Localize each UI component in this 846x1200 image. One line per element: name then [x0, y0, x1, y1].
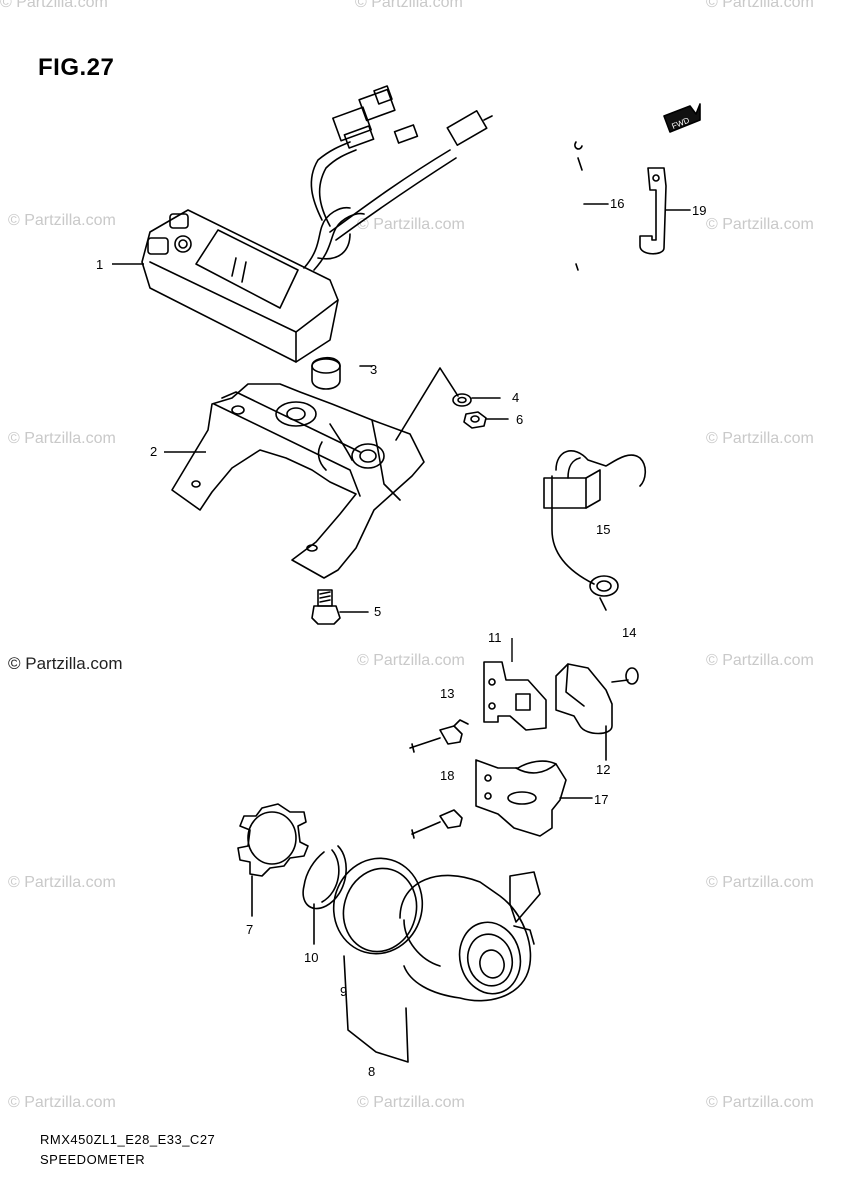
callout-8: 8 [368, 1064, 376, 1079]
callout-4: 4 [512, 390, 520, 405]
seal [332, 857, 424, 955]
watermark: © Partzilla.com [706, 652, 814, 669]
circlip [302, 845, 347, 910]
callout-11: 11 [488, 630, 502, 645]
washer [452, 393, 472, 407]
callout-6: 6 [516, 412, 524, 427]
wire-clamp [543, 450, 647, 611]
bolt [409, 719, 469, 753]
callout-1: 1 [96, 257, 104, 272]
speedometer-unit [141, 85, 493, 363]
callout-18: 18 [440, 768, 455, 783]
callout-9: 9 [340, 984, 348, 999]
watermark: © Partzilla.com [706, 1094, 814, 1111]
watermark: © Partzilla.com [8, 430, 116, 447]
clip [574, 141, 583, 271]
callout-7: 7 [246, 922, 254, 937]
forward-arrow-icon: FWD [663, 103, 701, 133]
callout-19: 19 [692, 203, 707, 218]
bolt [311, 589, 369, 625]
screw [611, 667, 639, 685]
band [639, 167, 667, 255]
watermark: © Partzilla.com [706, 216, 814, 233]
watermark: © Partzilla.com [706, 430, 814, 447]
callout-12: 12 [596, 762, 611, 777]
leader-lines [343, 955, 409, 1063]
callout-17: 17 [594, 792, 609, 807]
callout-15: 15 [596, 522, 611, 537]
sensor-bracket [475, 759, 593, 837]
figure-title: FIG.27 [38, 54, 115, 81]
nut [463, 411, 487, 429]
cushion [311, 356, 341, 390]
watermark: © Partzilla.com [8, 1094, 116, 1111]
watermark: © Partzilla.com [357, 216, 465, 233]
bolt [411, 809, 463, 839]
sensor-bracket-plate [483, 661, 547, 731]
watermark: © Partzilla.com [706, 0, 814, 11]
speed-sensor [399, 871, 541, 1002]
callout-3: 3 [370, 362, 378, 377]
sensor-cover [555, 663, 613, 761]
watermark: © Partzilla.com [357, 652, 465, 669]
leader-lines [395, 367, 509, 441]
section-name: SPEEDOMETER [40, 1152, 146, 1167]
callout-14: 14 [622, 625, 637, 640]
watermark: © Partzilla.com [8, 874, 116, 891]
lock-ring [237, 803, 309, 877]
watermark: © Partzilla.com [8, 212, 116, 229]
callout-5: 5 [374, 604, 382, 619]
callout-13: 13 [440, 686, 455, 701]
callout-16: 16 [610, 196, 625, 211]
callout-10: 10 [304, 950, 319, 965]
watermark: © Partzilla.com [0, 0, 108, 11]
callout-2: 2 [150, 444, 158, 459]
model-code: RMX450ZL1_E28_E33_C27 [40, 1132, 216, 1147]
meter-bracket [171, 383, 425, 579]
watermark: © Partzilla.com [357, 1094, 465, 1111]
watermark-main: © Partzilla.com [8, 654, 123, 673]
watermark: © Partzilla.com [706, 874, 814, 891]
watermark: © Partzilla.com [355, 0, 463, 11]
